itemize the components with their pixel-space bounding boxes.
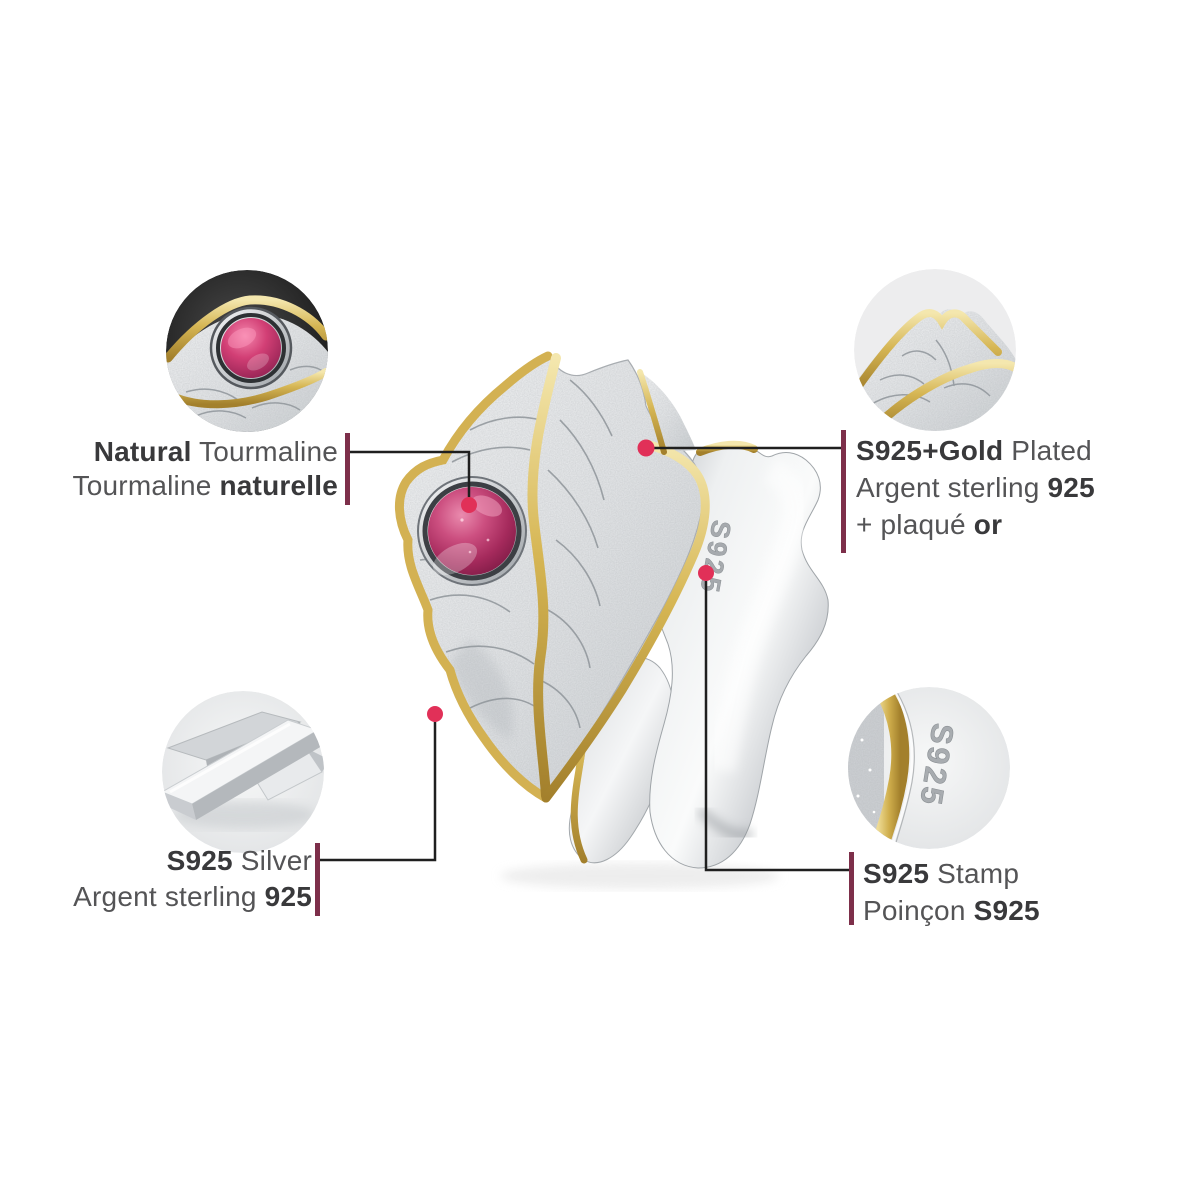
marker-dot-stone bbox=[461, 497, 477, 513]
label-text: Poinçon bbox=[863, 895, 974, 926]
label-gold-plated-fr1: Argent sterling 925 bbox=[856, 469, 1095, 506]
label-text-bold: Natural bbox=[93, 436, 192, 467]
label-text-bold: S925 bbox=[863, 858, 930, 889]
callout-connectors bbox=[320, 446, 849, 872]
label-text: Stamp bbox=[929, 858, 1020, 889]
label-text-bold: S925+Gold bbox=[856, 435, 1004, 466]
label-text-bold: naturelle bbox=[219, 470, 338, 501]
connector-tourmaline bbox=[350, 450, 471, 499]
inset-s925-stamp: S925 bbox=[848, 687, 1010, 849]
inset-silver-ingots bbox=[162, 691, 324, 853]
label-silver-fr: Argent sterling 925 bbox=[73, 879, 312, 915]
marker-dots bbox=[427, 439, 714, 722]
tick-stamp bbox=[849, 852, 854, 925]
label-text: Plated bbox=[1003, 435, 1092, 466]
inset-gold-plated-closeup bbox=[854, 269, 1016, 431]
label-text: Tourmaline bbox=[191, 436, 338, 467]
label-silver: S925 Silver Argent sterling 925 bbox=[73, 843, 312, 915]
label-text: Argent sterling bbox=[73, 881, 265, 912]
marker-dot-silver bbox=[427, 706, 443, 722]
label-text-bold: S925 bbox=[166, 845, 233, 876]
label-text: Argent sterling bbox=[856, 472, 1048, 503]
ring-photo: S925 bbox=[395, 351, 829, 889]
label-text-bold: S925 bbox=[973, 895, 1040, 926]
label-stamp-fr: Poinçon S925 bbox=[863, 892, 1040, 929]
label-gold-plated: S925+Gold Plated Argent sterling 925 + p… bbox=[856, 432, 1095, 543]
label-text: Silver bbox=[232, 845, 312, 876]
tick-tourmaline bbox=[345, 433, 350, 505]
label-text-bold: 925 bbox=[1047, 472, 1095, 503]
callout-ticks bbox=[315, 430, 854, 925]
label-stamp: S925 Stamp Poinçon S925 bbox=[863, 855, 1040, 929]
label-text-bold: or bbox=[973, 509, 1003, 540]
tick-gold-plated bbox=[841, 430, 846, 553]
inset-tourmaline-closeup bbox=[166, 270, 328, 432]
tick-silver bbox=[315, 843, 320, 916]
ring-shadow bbox=[500, 863, 780, 889]
leaf-body bbox=[395, 351, 758, 803]
label-stamp-en: S925 Stamp bbox=[863, 855, 1040, 892]
connector-silver bbox=[320, 722, 437, 862]
label-natural-tourmaline: Natural Tourmaline Tourmaline naturelle bbox=[73, 435, 338, 503]
label-natural-tourmaline-fr: Tourmaline naturelle bbox=[73, 469, 338, 503]
label-natural-tourmaline-en: Natural Tourmaline bbox=[73, 435, 338, 469]
label-text: + plaqué bbox=[856, 509, 974, 540]
label-gold-plated-fr2: + plaqué or bbox=[856, 506, 1095, 543]
label-text: Tourmaline bbox=[72, 470, 220, 501]
marker-dot-stamp bbox=[698, 565, 714, 581]
connector-stamp bbox=[704, 581, 849, 872]
gold-trim bbox=[395, 351, 758, 803]
marker-dot-gold-edge bbox=[637, 439, 655, 457]
label-silver-en: S925 Silver bbox=[73, 843, 312, 879]
label-gold-plated-en: S925+Gold Plated bbox=[856, 432, 1095, 469]
tourmaline-stone bbox=[417, 476, 527, 586]
label-text-bold: 925 bbox=[264, 881, 312, 912]
